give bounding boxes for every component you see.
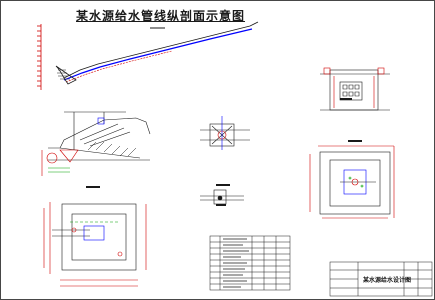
materials-table bbox=[209, 235, 291, 291]
title-block-name: 某水源给水设计图 bbox=[363, 277, 412, 284]
valve-well-elevation bbox=[320, 67, 390, 111]
view-label-bar bbox=[216, 184, 230, 186]
view-label-bar bbox=[86, 186, 100, 188]
view-label-bar bbox=[348, 140, 362, 142]
ground-line bbox=[63, 21, 259, 79]
reservoir-outline bbox=[55, 65, 77, 85]
water-hatching bbox=[57, 69, 70, 80]
title-block bbox=[329, 261, 433, 297]
view-label-bar bbox=[340, 98, 352, 100]
valve-well-plan bbox=[309, 145, 395, 219]
elevation-scale bbox=[37, 24, 42, 90]
pipe-line bbox=[63, 28, 253, 81]
section-hatching bbox=[48, 141, 137, 173]
pipe-line-red bbox=[65, 50, 173, 83]
pipe-joint-detail bbox=[200, 189, 244, 205]
drawing-title: 某水源给水管线纵剖面示意图 bbox=[76, 9, 246, 23]
intake-well-plan bbox=[43, 202, 147, 287]
intake-section bbox=[41, 111, 151, 176]
view-label-bar bbox=[216, 204, 226, 206]
valve-detail bbox=[200, 116, 250, 150]
pipeline-profile bbox=[37, 21, 259, 90]
